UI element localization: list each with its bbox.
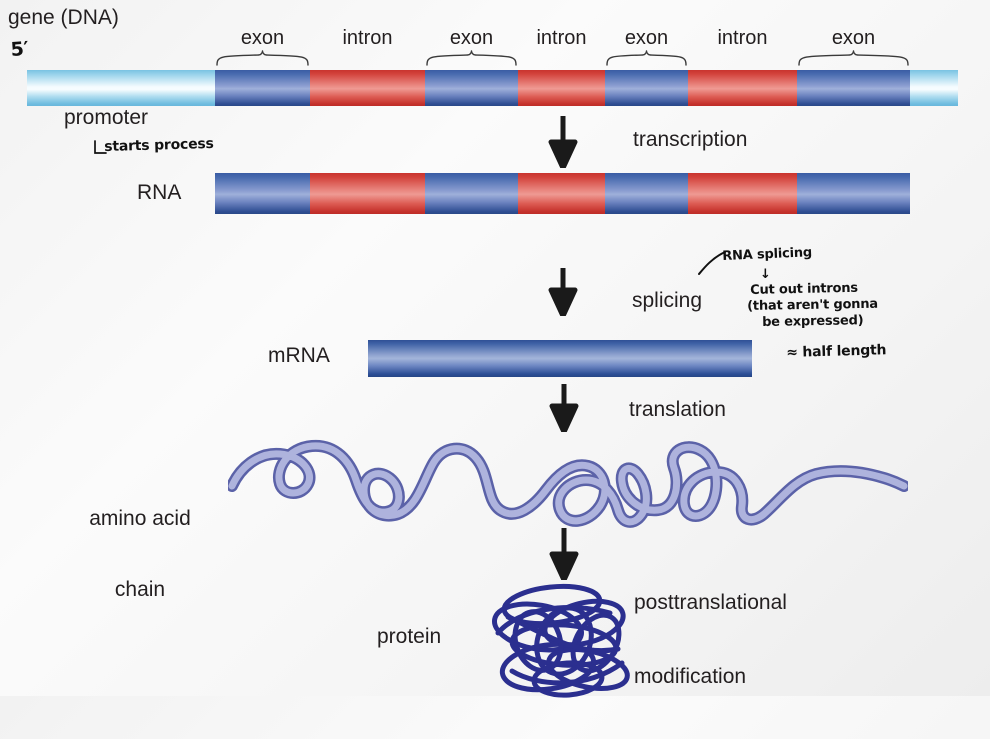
rna-label: RNA bbox=[137, 181, 182, 204]
gene-segment-intron-4 bbox=[518, 70, 605, 106]
rna-segment-intron-1 bbox=[310, 173, 425, 214]
gene-segment-intron-2 bbox=[310, 70, 425, 106]
annotation-half-length: ≈ half length bbox=[786, 342, 887, 361]
rna-segment-exon-4 bbox=[605, 173, 688, 214]
exon-brace-icon-1 bbox=[215, 50, 310, 66]
amino-acid-chain-label-line1: amino acid bbox=[89, 507, 191, 531]
annotation-starts-process: starts process bbox=[104, 135, 214, 155]
protein-label: protein bbox=[377, 625, 442, 648]
rna-segment-exon-6 bbox=[797, 173, 910, 214]
promoter-label: promoter bbox=[64, 106, 149, 129]
exon-brace-icon-5 bbox=[605, 50, 688, 66]
amino-acid-chain-label-line2: chain bbox=[114, 577, 166, 601]
annotation-be-expressed: be expressed) bbox=[762, 313, 864, 330]
step-transcription-label: transcription bbox=[633, 128, 748, 151]
segment-caption-intron-2: intron bbox=[342, 27, 393, 49]
step-translation-label: translation bbox=[629, 398, 726, 421]
segment-caption-intron-6: intron bbox=[717, 27, 768, 49]
annotation-down-arrow: ↓ bbox=[760, 267, 771, 282]
gene-segment-utr-8 bbox=[910, 70, 958, 106]
step-posttranslational-line1: posttranslational bbox=[634, 590, 787, 614]
annotation-five-prime: 5′ bbox=[10, 37, 30, 61]
rna-segment-exon-0 bbox=[215, 173, 310, 214]
annotation-that-arent-gonna: (that aren't gonna bbox=[747, 296, 879, 314]
annotation-rna-splicing: RNA splicing bbox=[722, 245, 813, 264]
rna-segment-exon-2 bbox=[425, 173, 518, 214]
gene-segment-utr-0 bbox=[27, 70, 215, 106]
amino-acid-chain-icon bbox=[226, 428, 910, 538]
step-posttranslational-label: posttranslational modification bbox=[634, 541, 787, 739]
translation-arrow-icon bbox=[547, 384, 581, 432]
annotation-cut-out-introns: Cut out introns bbox=[750, 280, 859, 298]
starts-process-pointer-icon bbox=[92, 139, 108, 159]
gene-segment-exon-7 bbox=[797, 70, 910, 106]
rna-bar bbox=[0, 173, 990, 214]
page-title: gene (DNA) bbox=[8, 6, 119, 29]
gene-segment-exon-3 bbox=[425, 70, 518, 106]
posttranslational-arrow-icon bbox=[547, 528, 581, 580]
segment-caption-exon-7: exon bbox=[831, 27, 876, 49]
gene-segment-exon-1 bbox=[215, 70, 310, 106]
step-splicing-label: splicing bbox=[632, 289, 703, 312]
exon-brace-icon-3 bbox=[425, 50, 518, 66]
folded-protein-icon bbox=[478, 583, 650, 706]
amino-acid-chain-label: amino acid chain bbox=[72, 460, 208, 648]
segment-caption-exon-3: exon bbox=[449, 27, 494, 49]
mrna-segment-mrna-0 bbox=[368, 340, 752, 377]
gene-segment-intron-6 bbox=[688, 70, 797, 106]
splicing-note-pointer-icon bbox=[698, 250, 728, 276]
segment-caption-intron-4: intron bbox=[536, 27, 587, 49]
rna-segment-intron-3 bbox=[518, 173, 605, 214]
step-posttranslational-line2: modification bbox=[634, 664, 747, 688]
gene-dna-bar bbox=[0, 70, 990, 106]
splicing-arrow-icon bbox=[546, 268, 580, 316]
gene-expression-diagram: gene (DNA) 5′ exon intron exon intron exon in… bbox=[0, 6, 990, 698]
mrna-bar bbox=[0, 340, 990, 377]
segment-caption-exon-5: exon bbox=[624, 27, 669, 49]
rna-segment-intron-5 bbox=[688, 173, 797, 214]
transcription-arrow-icon bbox=[546, 116, 580, 168]
gene-segment-exon-5 bbox=[605, 70, 688, 106]
mrna-label: mRNA bbox=[268, 344, 330, 367]
exon-brace-icon-7 bbox=[797, 50, 910, 66]
segment-caption-exon-1: exon bbox=[240, 27, 285, 49]
